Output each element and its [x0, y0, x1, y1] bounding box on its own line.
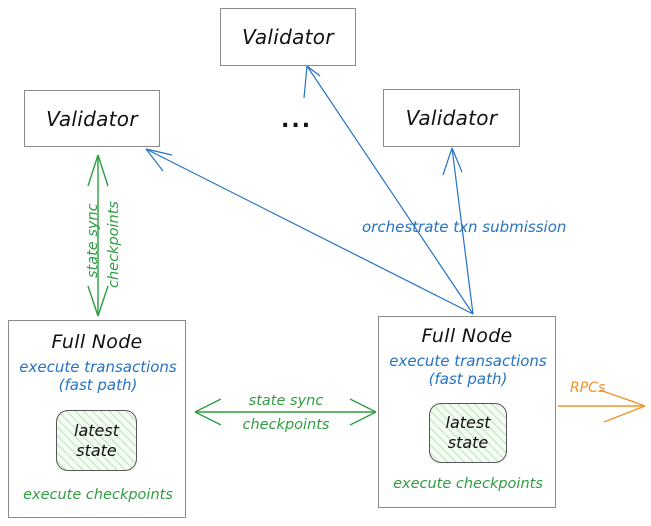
validator-top-label: Validator	[242, 25, 334, 49]
edge-label-state-sync-vertical-line1: state sync	[85, 203, 101, 278]
fullnode-left-blue-line1: execute transactions	[19, 358, 177, 376]
edge-orchestrate-txn-submission	[145, 65, 474, 315]
edge-label-state-sync-horizontal-line2: checkpoints	[242, 417, 330, 433]
fullnode-right-state-line1: latest	[445, 413, 491, 432]
validator-right-label: Validator	[405, 106, 498, 130]
fullnode-left-blue-line2: (fast path)	[58, 376, 138, 394]
node-validator-left[interactable]: Validator	[24, 90, 160, 147]
fullnode-right-blue-line2: (fast path)	[428, 370, 508, 388]
fullnode-left-latest-state-box[interactable]: latest state	[56, 410, 137, 471]
node-validator-right[interactable]: Validator	[383, 89, 520, 147]
node-fullnode-left[interactable]: Full Node execute transactions (fast pat…	[8, 320, 186, 518]
fullnode-left-state-line1: latest	[74, 421, 119, 440]
fullnode-left-execute-checkpoints: execute checkpoints	[23, 487, 173, 503]
validators-ellipsis: ...	[281, 108, 313, 133]
fullnode-right-execute-checkpoints: execute checkpoints	[393, 476, 543, 492]
edge-label-rpcs: RPCs	[570, 380, 606, 396]
edge-label-state-sync-vertical-line2: checkpoints	[106, 201, 122, 288]
node-fullnode-right[interactable]: Full Node execute transactions (fast pat…	[378, 316, 556, 508]
edge-label-state-sync-horizontal-line1: state sync	[248, 393, 324, 409]
edge-label-orchestrate-txn-submission: orchestrate txn submission	[362, 218, 567, 236]
fullnode-right-latest-state-box[interactable]: latest state	[429, 403, 507, 463]
fullnode-left-state-line2: state	[76, 441, 117, 460]
edge-state-sync-vertical	[87, 154, 109, 317]
fullnode-right-state-line2: state	[447, 433, 489, 452]
edge-rpcs	[558, 389, 646, 423]
fullnode-right-blue-line1: execute transactions	[389, 352, 547, 370]
validator-left-label: Validator	[46, 107, 138, 131]
node-validator-top[interactable]: Validator	[220, 8, 356, 66]
fullnode-left-title: Full Node	[51, 331, 143, 353]
edge-state-sync-horizontal	[194, 398, 377, 426]
fullnode-right-title: Full Node	[421, 325, 513, 347]
